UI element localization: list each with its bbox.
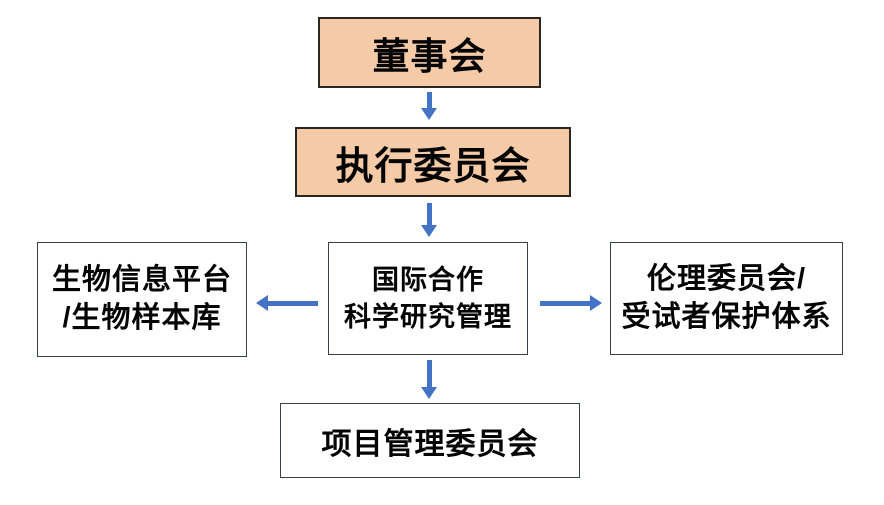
arrow-shaft <box>268 300 318 306</box>
node-project-label: 项目管理委员会 <box>321 427 539 461</box>
arrow-shaft <box>426 92 432 108</box>
node-board-of-directors: 董事会 <box>318 17 541 88</box>
arrow-shaft <box>540 300 590 306</box>
arrow-center-to-project <box>421 360 437 399</box>
arrow-down-head <box>421 387 437 399</box>
node-center-line1: 国际合作 <box>372 265 484 296</box>
node-bioinfo-line1: 生物信息平台 <box>51 263 232 296</box>
node-executive-label: 执行委员会 <box>335 145 531 188</box>
arrow-right-head <box>590 295 602 311</box>
node-bioinformatics-platform: 生物信息平台 /生物样本库 <box>37 242 247 357</box>
arrow-left-head <box>256 295 268 311</box>
arrow-board-to-executive <box>421 92 437 120</box>
node-bioinfo-line2: /生物样本库 <box>62 301 222 334</box>
node-ethics-committee-subject-protection: 伦理委员会/ 受试者保护体系 <box>610 242 843 355</box>
node-international-cooperation-research-management: 国际合作 科学研究管理 <box>328 242 528 355</box>
arrow-executive-to-center <box>421 203 437 237</box>
arrow-shaft <box>426 360 432 387</box>
arrow-center-to-bioinfo <box>256 295 318 311</box>
node-center-line2: 科学研究管理 <box>344 301 512 332</box>
node-ethics-line1: 伦理委员会/ <box>646 262 807 295</box>
node-ethics-line2: 受试者保护体系 <box>621 300 832 333</box>
arrow-center-to-ethics <box>540 295 602 311</box>
arrow-down-head <box>421 108 437 120</box>
node-project-management-committee: 项目管理委员会 <box>280 403 580 478</box>
arrow-down-head <box>421 225 437 237</box>
node-board-label: 董事会 <box>372 35 487 77</box>
node-executive-committee: 执行委员会 <box>295 127 571 197</box>
arrow-shaft <box>426 203 432 225</box>
